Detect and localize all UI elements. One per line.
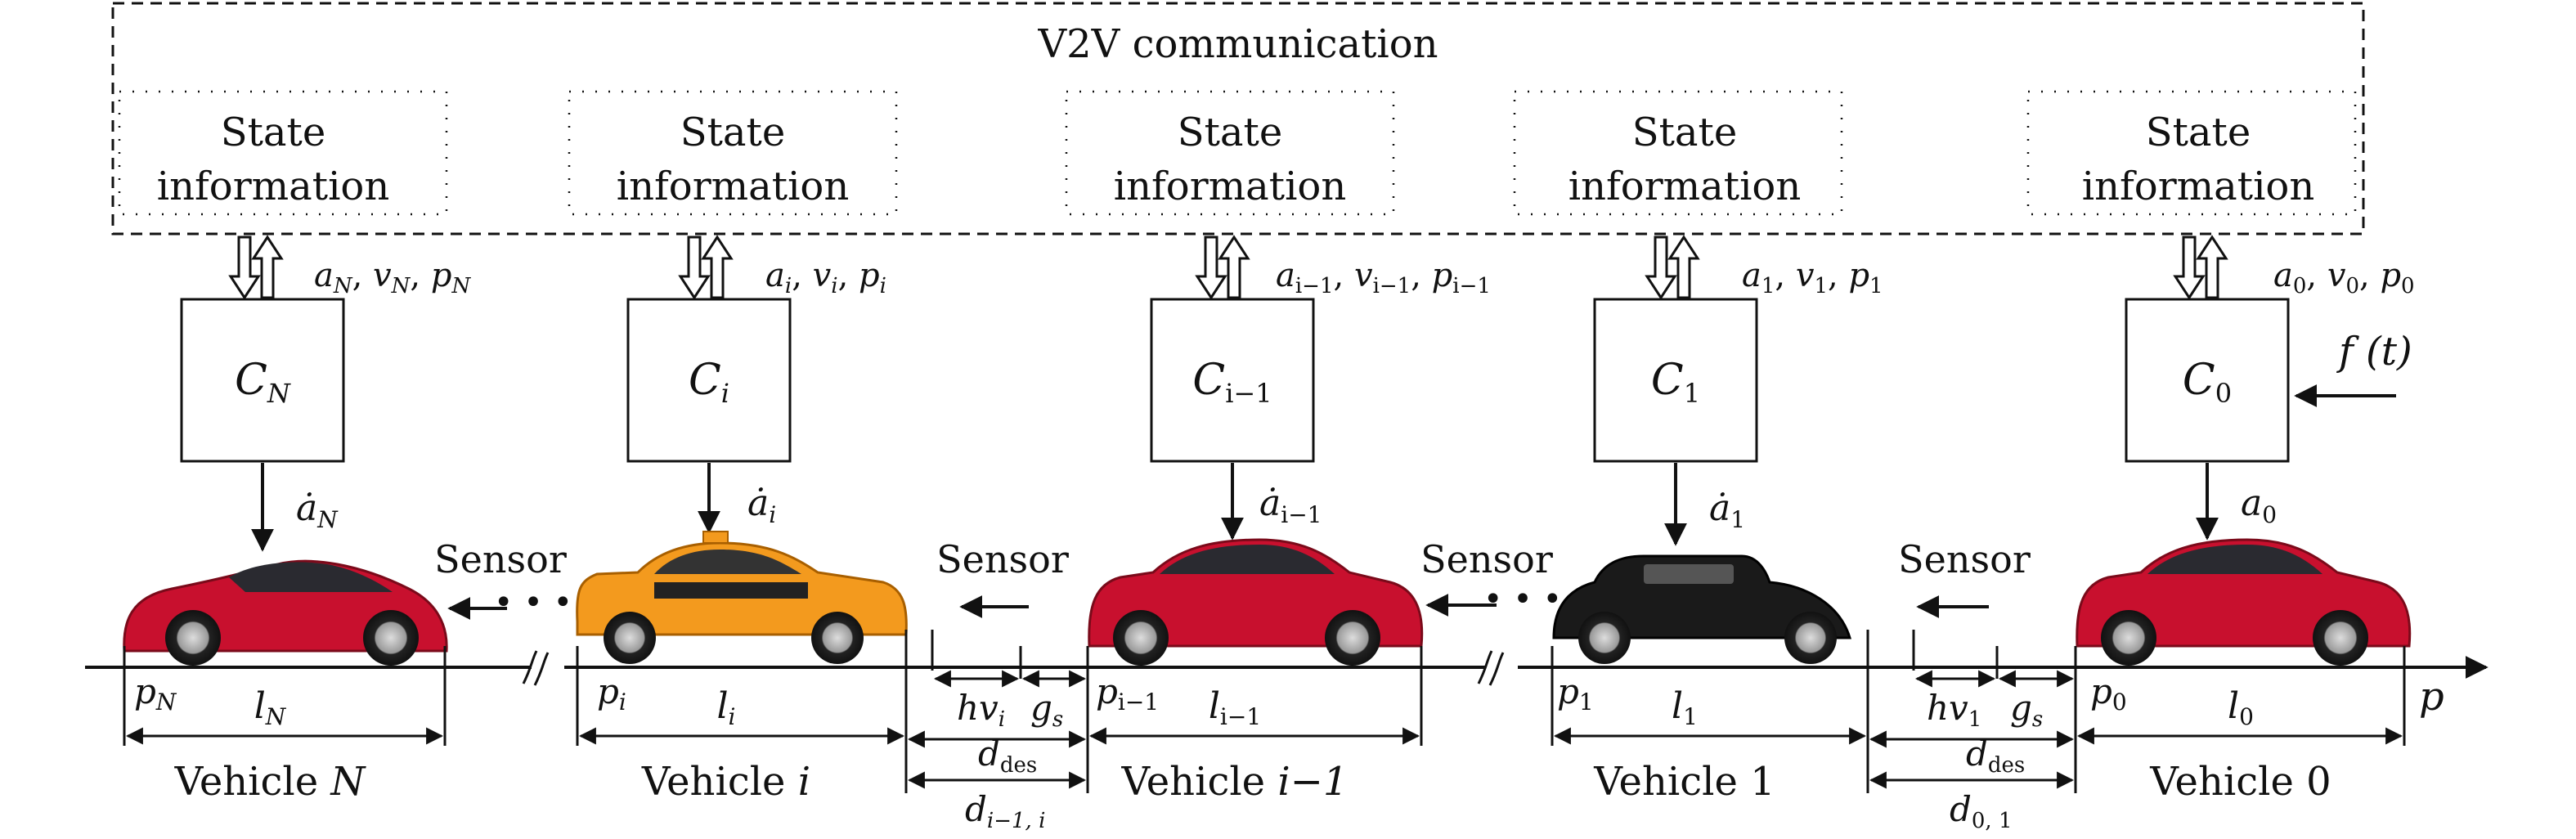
input-label-0: a0 (2241, 482, 2277, 528)
signal-label-i: ai, vi, pi (765, 257, 886, 298)
controller-box-0 (2125, 298, 2290, 463)
input-label-i: ȧi (747, 482, 776, 528)
input-label-1: ȧ1 (1709, 487, 1745, 533)
v2v-title: V2V communication (1037, 21, 1438, 67)
car-vehicle-N (123, 559, 448, 666)
length-label-N: lN (254, 685, 287, 730)
position-label-0: p0 (2090, 671, 2127, 716)
state-info-group: State information State information Stat… (118, 90, 2357, 216)
position-labels: pN pi pi−1 p1 p0 (134, 671, 2127, 716)
comm-arrow-0 (2173, 235, 2228, 300)
information-label: information (1114, 164, 1346, 209)
vehicle-label-0: Vehicle 0 (2149, 759, 2331, 805)
position-axis: p (85, 650, 2488, 720)
sensor-label: Sensor (1420, 537, 1553, 581)
state-label: State (1178, 110, 1282, 155)
state-info-box-N (118, 90, 448, 216)
signal-labels: aN, vN, pN ai, vi, pi ai−1, vi−1, pi−1 a… (314, 257, 2415, 298)
controller-label-N: CN (235, 356, 291, 409)
gap-hv-label: hv1 (1927, 688, 1981, 732)
car-vehicle-i (576, 531, 908, 664)
comm-arrow-1 (1645, 235, 1700, 300)
signal-label-N: aN, vN, pN (314, 257, 471, 298)
state-label: State (221, 110, 325, 155)
comm-arrow-i-1 (1195, 235, 1250, 300)
gap-ddes-label: ddes (1966, 734, 2025, 778)
car-vehicle-0 (2076, 538, 2412, 666)
gap-d-label: di−1, i (965, 789, 1045, 833)
comm-arrow-i (678, 235, 734, 300)
vehicle-label-i-1: Vehicle i−1 (1121, 759, 1349, 805)
vehicle-label-1: Vehicle 1 (1593, 759, 1775, 805)
extent-ticks (123, 630, 2406, 793)
axis-label: p (2419, 674, 2444, 720)
gap-dimensions-i: hvi gs ddes di−1, i (907, 670, 1087, 833)
state-info-box-i-1 (1065, 90, 1395, 216)
sensor-label: Sensor (936, 537, 1069, 581)
input-label-i-1: ȧi−1 (1259, 482, 1322, 528)
position-label-1: p1 (1557, 671, 1594, 716)
vehicle-label-i: Vehicle i (641, 759, 810, 805)
information-label: information (617, 164, 849, 209)
gap-hv-label: hvi (957, 688, 1005, 732)
state-label: State (680, 110, 785, 155)
length-label-1: l1 (1672, 685, 1698, 730)
state-info-box-1 (1513, 90, 1843, 216)
input-labels: ȧN ȧi ȧi−1 ȧ1 a0 (296, 482, 2277, 533)
state-info-box-i (568, 90, 898, 216)
controller-box-i-1 (1150, 298, 1315, 463)
car-vehicle-1 (1552, 554, 1852, 664)
information-label: information (1568, 164, 1801, 209)
signal-label-0: a0, v0, p0 (2273, 257, 2415, 298)
gap-ddes-label: ddes (978, 734, 1037, 778)
controller-label-1: C1 (1651, 356, 1700, 409)
signal-label-i-1: ai−1, vi−1, pi−1 (1276, 257, 1491, 298)
length-labels: lN li li−1 l1 l0 (254, 685, 2254, 730)
axis-break (1477, 650, 1505, 686)
information-label: information (2082, 164, 2314, 209)
controller-box-i (626, 298, 792, 463)
sensor-label: Sensor (434, 537, 567, 581)
ellipsis-dots: • • • (494, 584, 572, 621)
axis-break (522, 650, 550, 686)
controller-box-N (180, 298, 345, 463)
signal-label-1: a1, v1, p1 (1742, 257, 1883, 298)
vehicle-label-N: Vehicle N (174, 759, 367, 805)
position-label-i-1: pi−1 (1096, 671, 1159, 716)
length-label-i: li (716, 685, 735, 730)
leader-input: f (t) (2294, 329, 2412, 407)
gap-d-label: d0, 1 (1950, 789, 2013, 833)
position-label-i: pi (597, 671, 626, 716)
sensors: Sensor • • • Sensor Sensor • • • Sensor (434, 537, 2031, 621)
controller-label-i-1: Ci−1 (1192, 356, 1272, 409)
length-label-0: l0 (2228, 685, 2254, 730)
gap-dimensions-1: hv1 gs ddes d0, 1 (1869, 670, 2075, 833)
control-arrows (251, 463, 2219, 552)
controller-box-1 (1593, 298, 1758, 463)
gap-gs-label: gs (1030, 688, 1063, 732)
controller-label-i: Ci (689, 356, 729, 409)
comm-arrow-N (228, 235, 284, 300)
leader-input-label: f (t) (2336, 329, 2412, 375)
state-label: State (1632, 110, 1737, 155)
controller-label-0: C0 (2183, 356, 2232, 409)
controllers: CN Ci Ci−1 C1 C0 (180, 298, 2290, 463)
gap-gs-label: gs (2010, 688, 2043, 732)
information-label: information (157, 164, 389, 209)
ellipsis-dots: • • • (1483, 581, 1562, 618)
state-label: State (2146, 110, 2251, 155)
length-label-i-1: li−1 (1209, 685, 1261, 730)
car-vehicle-i-1 (1088, 538, 1424, 666)
vehicle-labels: Vehicle N Vehicle i Vehicle i−1 Vehicle … (174, 759, 2331, 805)
comm-arrows (228, 235, 2228, 300)
position-label-N: pN (134, 671, 177, 716)
state-info-box-0 (2026, 90, 2357, 216)
sensor-label: Sensor (1898, 537, 2031, 581)
input-label-N: ȧN (296, 487, 339, 533)
